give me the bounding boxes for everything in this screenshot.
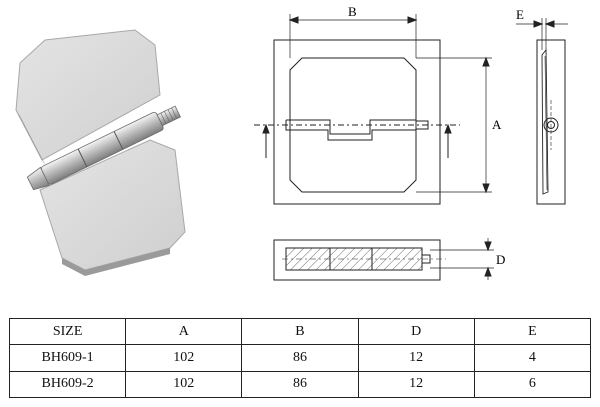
cell-b: 86 — [241, 344, 359, 372]
header-d: D — [357, 318, 475, 345]
table-row: BH609-1 102 86 12 4 — [8, 344, 592, 372]
header-b: B — [241, 318, 359, 345]
dimension-label-a: A — [492, 117, 502, 132]
cell-a: 102 — [125, 344, 243, 372]
cell-size: BH609-2 — [8, 370, 127, 398]
header-a: A — [125, 318, 243, 345]
dimension-label-d: D — [496, 252, 505, 267]
cell-d: 12 — [357, 370, 475, 398]
front-view-leaf-outline — [289, 57, 417, 193]
hinge-3d-render — [15, 29, 186, 276]
front-view-knuckle-profile — [285, 119, 417, 141]
side-view-frame — [536, 39, 566, 205]
cell-e: 4 — [473, 344, 592, 372]
section-view — [273, 238, 494, 281]
section-view-frame — [273, 239, 441, 281]
hinge-technical-drawing: B A E D — [15, 4, 568, 281]
front-view — [254, 14, 492, 205]
cell-b: 86 — [241, 370, 359, 398]
barrel — [26, 105, 181, 191]
header-e: E — [473, 318, 592, 345]
cell-d: 12 — [357, 344, 475, 372]
front-view-frame — [273, 39, 441, 205]
size-spec-table: SIZE A B D E BH609-1 102 86 12 4 BH609-2… — [8, 318, 592, 398]
cell-size: BH609-1 — [8, 344, 127, 372]
header-size: SIZE — [8, 318, 127, 345]
table-header-row: SIZE A B D E — [8, 318, 592, 345]
cell-a: 102 — [125, 370, 243, 398]
cell-e: 6 — [473, 370, 592, 398]
dimension-label-b: B — [348, 4, 357, 19]
side-view — [516, 18, 568, 205]
upper-leaf — [15, 29, 161, 166]
table-row: BH609-2 102 86 12 6 — [8, 370, 592, 398]
dimension-label-e: E — [516, 7, 524, 22]
lower-leaf — [39, 139, 186, 276]
